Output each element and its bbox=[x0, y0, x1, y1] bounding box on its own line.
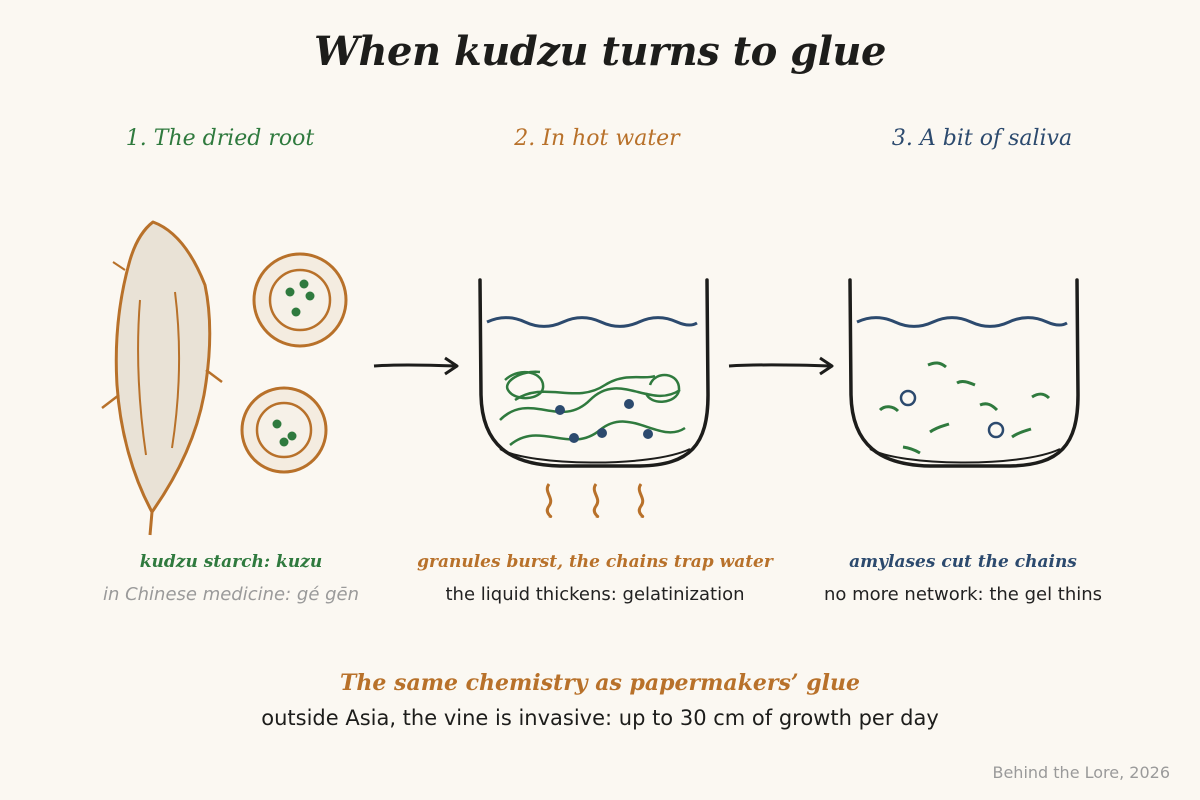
footer-headline: The same chemistry as papermakers’ glue bbox=[340, 670, 860, 696]
dried-root-illustration bbox=[101, 220, 223, 536]
step-3-caption: amylases cut the chains bbox=[849, 552, 1077, 572]
arrow-step-1-to-2 bbox=[373, 356, 459, 376]
root-slice-bottom bbox=[240, 386, 328, 474]
step-1-title: 1. The dried root bbox=[125, 126, 315, 151]
footer-text: outside Asia, the vine is invasive: up t… bbox=[261, 706, 939, 730]
hot-water-pot bbox=[478, 278, 710, 468]
step-1-caption: kudzu starch: kuzu bbox=[139, 552, 323, 572]
step-2-subcaption: the liquid thickens: gelatinization bbox=[445, 584, 745, 605]
step-3-subcaption: no more network: the gel thins bbox=[823, 584, 1103, 605]
diagram-title: When kudzu turns to glue bbox=[314, 28, 886, 75]
step-2-caption: granules burst, the chains trap water bbox=[417, 552, 773, 572]
heat-icon bbox=[545, 483, 645, 518]
arrow-step-2-to-3 bbox=[728, 356, 834, 376]
step-2-title: 2. In hot water bbox=[514, 126, 680, 151]
step-3-title: 3. A bit of saliva bbox=[891, 126, 1073, 151]
saliva-pot bbox=[848, 278, 1080, 468]
step-1-subcaption: in Chinese medicine: gé gēn bbox=[102, 584, 360, 605]
root-slice-top bbox=[252, 252, 348, 348]
credit-line: Behind the Lore, 2026 bbox=[992, 763, 1170, 782]
